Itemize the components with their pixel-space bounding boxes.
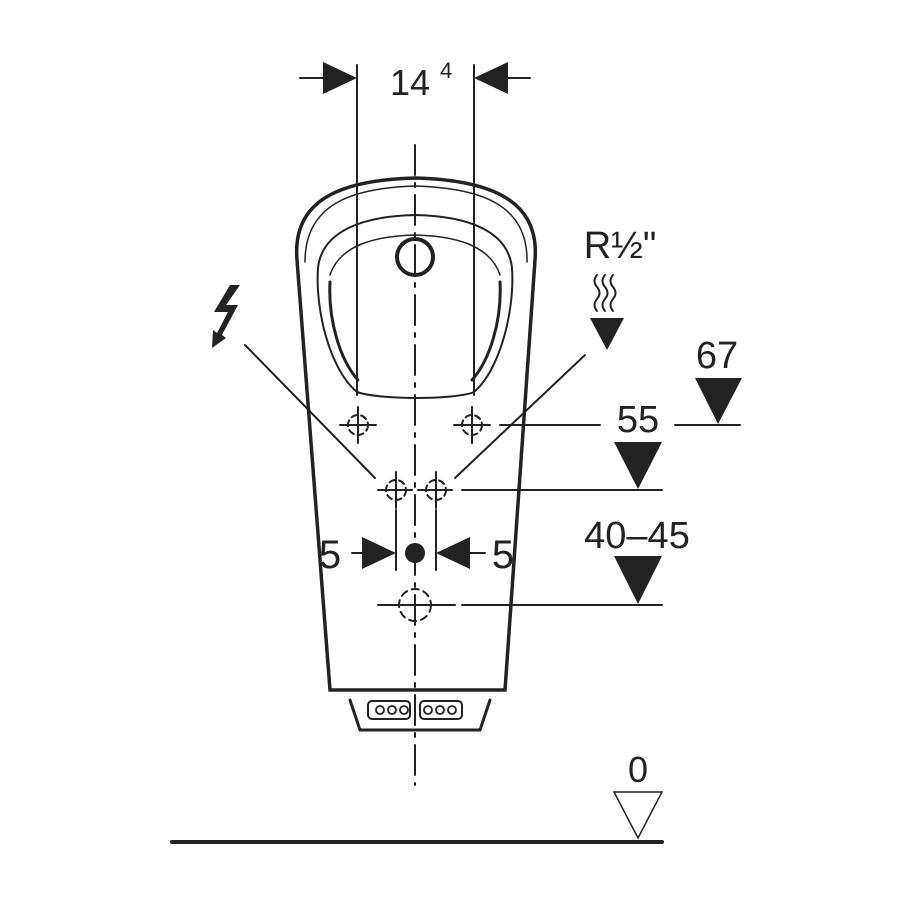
offset-left-label: 5: [319, 533, 341, 577]
offset-arrow-right: [436, 537, 470, 569]
width-superscript: 4: [440, 58, 452, 83]
water-connection-label: R½": [584, 225, 657, 267]
connection-marker-water: [417, 471, 453, 509]
level-marker-55: [614, 442, 662, 489]
electricity-icon: [212, 285, 240, 348]
height-67-label: 67: [696, 335, 738, 377]
height-drain-label: 40–45: [584, 515, 690, 557]
urinal-foot: [348, 698, 492, 732]
water-icon: [593, 274, 617, 312]
offset-arrow-left: [362, 537, 396, 569]
height-55-label: 55: [617, 399, 659, 441]
floor-level-marker: [612, 791, 664, 840]
floor-level-label: 0: [628, 749, 648, 790]
urinal-bowl-inner: [328, 280, 502, 382]
offset-right-label: 5: [492, 533, 514, 577]
connection-marker-upper-left: [339, 406, 377, 444]
width-label: 14: [390, 62, 430, 103]
connection-marker-upper-right: [453, 406, 491, 444]
dimension-arrow-right: [474, 62, 508, 94]
water-arrow: [590, 318, 624, 350]
urinal-bowl: [316, 213, 514, 399]
dimension-arrow-left: [323, 62, 357, 94]
drain-marker: [377, 588, 456, 622]
urinal-body-outline: [294, 176, 537, 692]
urinal-inner-rim: [304, 185, 528, 263]
center-point: [405, 543, 425, 563]
connection-marker-power: [377, 471, 413, 509]
level-marker-40-45: [614, 556, 662, 604]
level-marker-67: [695, 378, 742, 424]
